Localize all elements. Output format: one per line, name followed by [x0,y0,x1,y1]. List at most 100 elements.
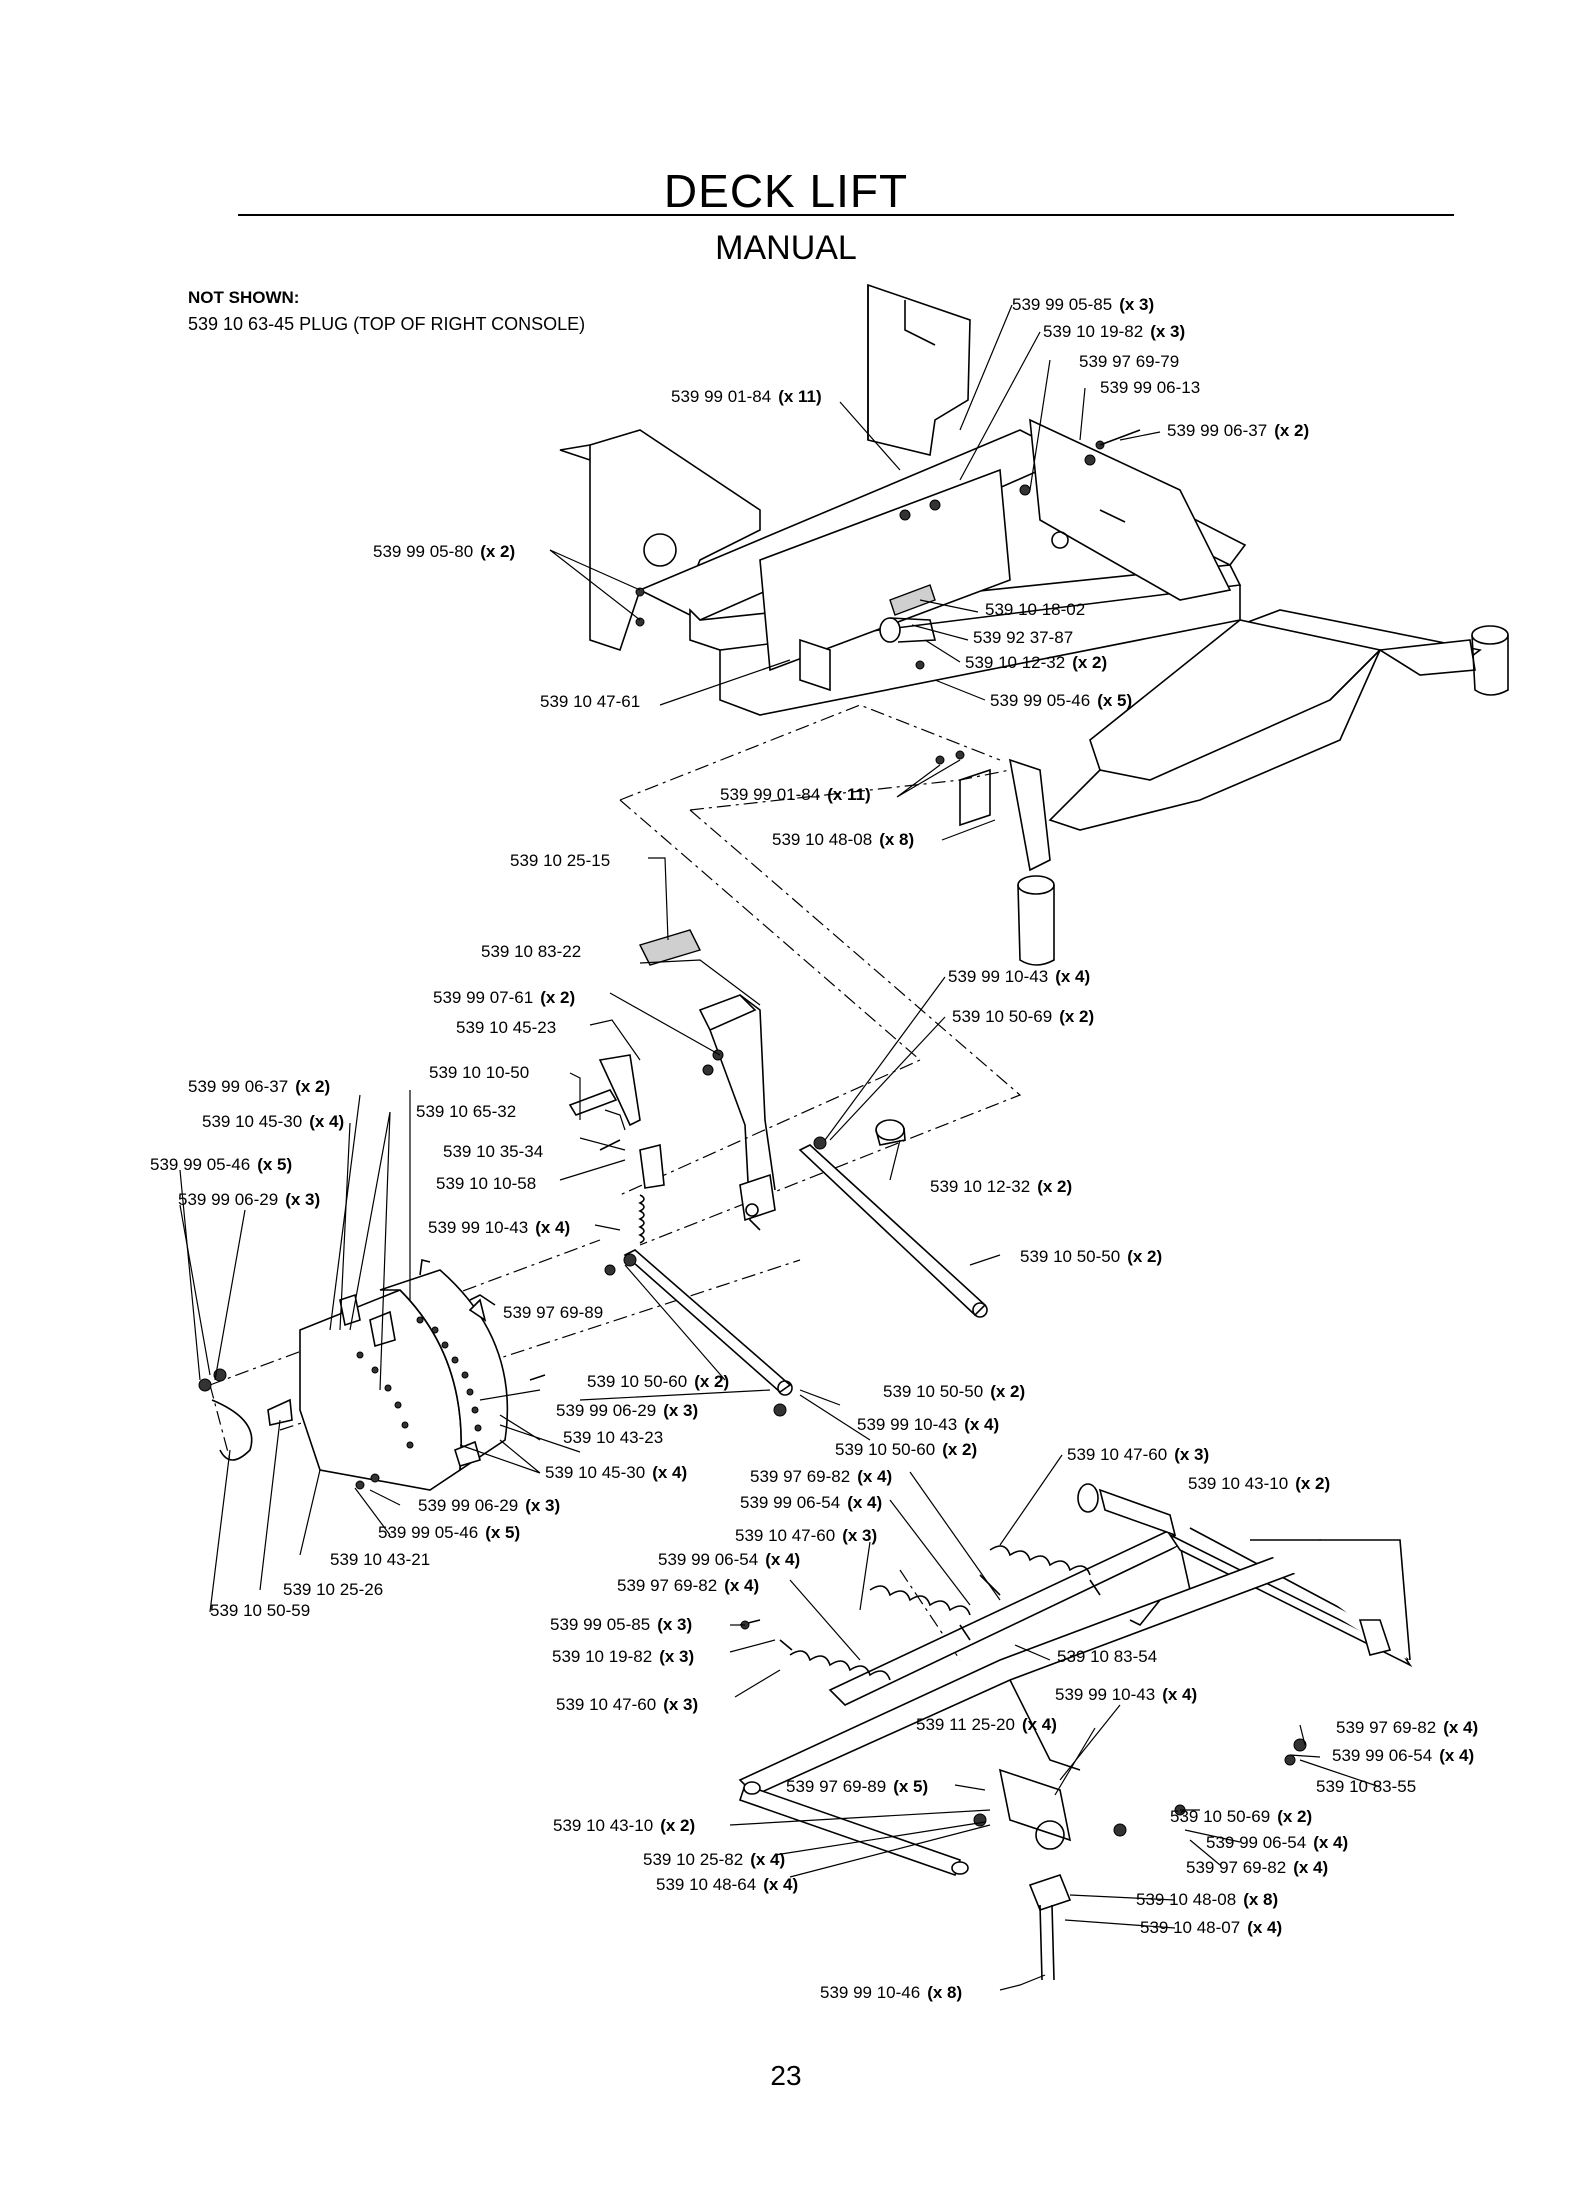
quantity: (x 2) [942,1440,977,1459]
part-number: 539 92 37-87 [973,628,1073,647]
page-number: 23 [770,2060,802,2091]
callout-label: 539 10 43-10(x 2) [1188,1474,1330,1493]
quantity: (x 4) [724,1576,759,1595]
part-number: 539 99 06-54 [658,1550,758,1569]
part-number: 539 10 47-60 [1067,1445,1167,1464]
callout-label: 539 10 12-32(x 2) [965,653,1107,672]
quantity: (x 2) [1127,1247,1162,1266]
callout-label: 539 11 25-20 (x 4) [916,1715,1057,1734]
part-number: 539 10 43-10 [553,1816,653,1835]
callout-label: 539 99 10-46(x 8) [820,1983,962,2002]
part-number: 539 99 10-43 [1055,1685,1155,1704]
callout-label: 539 99 05-46(x 5) [990,691,1132,710]
part-number: 539 10 10-58 [436,1174,536,1193]
part-number: 539 99 05-46 [378,1523,478,1542]
callout-label: 539 99 06-37(x 2) [1167,421,1309,440]
parts-drawing [179,283,1509,1991]
part-number: 539 10 45-30 [202,1112,302,1131]
quantity: (x 3) [1119,295,1154,314]
quantity: (x 4) [857,1467,892,1486]
callout-label: 539 99 05-80(x 2) [373,542,515,561]
quantity: (x 5) [893,1777,928,1796]
quantity: (x 4) [535,1218,570,1237]
quantity: (x 4) [652,1463,687,1482]
callout-label: 539 10 48-07(x 4) [1140,1918,1282,1937]
callout-label: 539 10 10-50 [429,1063,529,1082]
quantity: (x 2) [1274,421,1309,440]
callout-label: 539 10 43-21 [330,1550,430,1569]
pedal-assembly [568,929,776,1244]
part-number: 539 10 65-32 [416,1102,516,1121]
callout-label: 539 99 01-84(x 11) [720,785,871,804]
callout-label: 539 99 10-43(x 4) [428,1218,570,1237]
quantity: (x 4) [1022,1715,1057,1734]
springs [739,1545,1101,1681]
callout-label: 539 10 83-55 [1316,1777,1416,1796]
quantity: (x 8) [879,830,914,849]
part-number: 539 99 10-43 [857,1415,957,1434]
quantity: (x 5) [485,1523,520,1542]
part-number: 539 99 06-13 [1100,378,1200,397]
quantity: (x 4) [750,1850,785,1869]
callout-label: 539 99 06-37(x 2) [188,1077,330,1096]
part-number: 539 10 50-50 [1020,1247,1120,1266]
part-number: 539 99 05-46 [150,1155,250,1174]
page-subtitle: MANUAL [715,229,857,267]
callout-label: 539 99 05-46(x 5) [150,1155,292,1174]
callout-label: 539 99 06-29(x 3) [418,1496,560,1515]
part-number: 539 10 50-59 [210,1601,310,1620]
part-number: 539 97 69-89 [503,1303,603,1322]
quantity: (x 2) [694,1372,729,1391]
part-number: 539 10 43-23 [563,1428,663,1447]
part-number: 539 10 48-08 [772,830,872,849]
callout-label: 539 10 25-82(x 4) [643,1850,785,1869]
part-number: 539 10 10-50 [429,1063,529,1082]
callout-label: 539 10 83-22 [481,942,581,961]
quantity: (x 2) [990,1382,1025,1401]
callout-label: 539 97 69-79 [1079,352,1179,371]
links [469,1119,988,1417]
callout-label: 539 10 45-30(x 4) [545,1463,687,1482]
quantity: (x 2) [295,1077,330,1096]
quantity: (x 3) [663,1401,698,1420]
callout-label: 539 10 48-08(x 8) [1136,1890,1278,1909]
quantity: (x 3) [663,1695,698,1714]
part-number: 539 10 47-61 [540,692,640,711]
part-number: 539 10 50-69 [1170,1807,1270,1826]
part-number: 539 10 83-55 [1316,1777,1416,1796]
part-number: 539 99 10-46 [820,1983,920,2002]
quantity: (x 11) [778,387,821,406]
quantity: (x 2) [1277,1807,1312,1826]
page-title: DECK LIFT [663,165,909,217]
callout-label: 539 10 50-60(x 2) [835,1440,977,1459]
part-number: 539 10 83-54 [1057,1647,1157,1666]
callout-label: 539 10 50-59 [210,1601,310,1620]
quantity: (x 4) [1162,1685,1197,1704]
title-rule [238,214,1454,216]
part-number: 539 10 12-32 [965,653,1065,672]
main-frame [559,283,1509,966]
quantity: (x 3) [285,1190,320,1209]
quantity: (x 2) [660,1816,695,1835]
part-number: 539 99 05-85 [550,1615,650,1634]
callout-label: 539 97 69-89 [503,1303,603,1322]
quantity: (x 4) [847,1493,882,1512]
leader-lines [179,304,1381,1991]
callout-label: 539 99 06-54(x 4) [740,1493,882,1512]
part-number: 539 10 48-64 [656,1875,756,1894]
part-number: 539 10 25-15 [510,851,610,870]
part-number: 539 11 25-20 [916,1715,1015,1734]
callout-label: 539 10 47-60(x 3) [1067,1445,1209,1464]
part-number: 539 10 47-60 [556,1695,656,1714]
callout-label: 539 99 06-54(x 4) [1332,1746,1474,1765]
callout-label: 539 99 06-54(x 4) [658,1550,800,1569]
part-number: 539 10 48-07 [1140,1918,1240,1937]
callout-label: 539 97 69-89(x 5) [786,1777,928,1796]
quantity: (x 4) [1443,1718,1478,1737]
side-plate-assembly [198,1259,546,1491]
part-number: 539 10 50-50 [883,1382,983,1401]
callout-label: 539 99 10-43(x 4) [857,1415,999,1434]
callout-label: 539 97 69-82(x 4) [1336,1718,1478,1737]
callout-label: 539 99 06-29(x 3) [556,1401,698,1420]
